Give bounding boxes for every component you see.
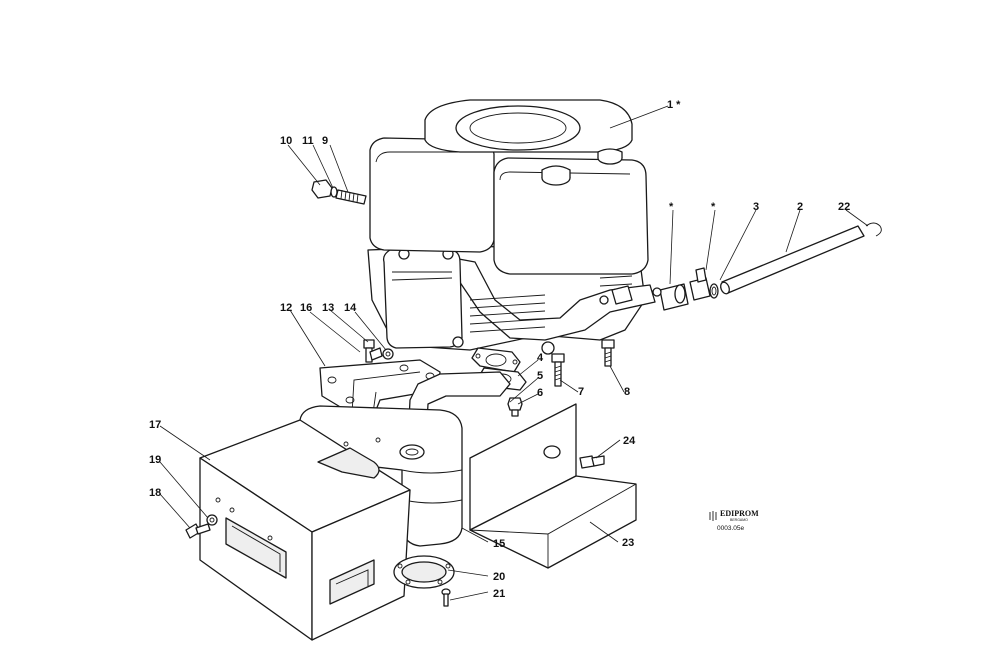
callout-23: 23 <box>622 537 634 549</box>
callout-8: 8 <box>624 386 630 398</box>
callout-22: 22 <box>838 201 850 213</box>
callout-21: 21 <box>493 588 505 600</box>
callout-14: 14 <box>344 302 357 314</box>
drawing-code: 0003.05e <box>717 525 744 532</box>
callout-6: 6 <box>537 387 543 399</box>
bolt-part-8 <box>601 339 615 367</box>
callout-13: 13 <box>322 302 334 314</box>
callout-24: 24 <box>623 435 636 447</box>
heat-shield <box>469 403 637 569</box>
callout-1: 1 * <box>667 99 681 111</box>
callout-2: 2 <box>797 201 803 213</box>
washer-part-19 <box>206 514 218 526</box>
muffler <box>299 371 511 547</box>
bolt-part-7 <box>551 353 565 387</box>
screw-part-24 <box>579 455 605 469</box>
washer-part-14 <box>382 348 394 360</box>
callout-9: 9 <box>322 135 328 147</box>
engine-assembly <box>367 99 656 355</box>
callout-5: 5 <box>537 370 543 382</box>
callout-15: 15 <box>493 538 505 550</box>
logo-brand: EDIPROM <box>720 509 759 518</box>
callout-12: 12 <box>280 302 292 314</box>
callout-19: 19 <box>149 454 161 466</box>
logo-city: BERGAMO <box>730 518 748 522</box>
fuel-line-assembly <box>652 222 882 311</box>
screw-part-16 <box>369 347 383 361</box>
gasket-part-5 <box>471 347 521 373</box>
leader-lines <box>159 105 869 601</box>
screw-part-13 <box>363 339 375 363</box>
publisher-logo: EDIPROM BERGAMO 0003.05e <box>709 509 759 532</box>
callout-16: 16 <box>300 302 312 314</box>
callout-3: 3 <box>753 201 759 213</box>
callout-10: 10 <box>280 135 292 147</box>
callout-20: 20 <box>493 571 505 583</box>
nut-part-6 <box>507 397 523 417</box>
screw-part-18 <box>185 523 211 539</box>
callout-star-filter: * <box>669 201 674 213</box>
muffler-flange-part-20 <box>393 555 455 589</box>
logo-mark-icon <box>709 511 717 521</box>
callout-7: 7 <box>578 386 584 398</box>
screw-part-21 <box>441 588 451 607</box>
callout-18: 18 <box>149 487 161 499</box>
callout-star-fuel-cock: * <box>711 201 716 213</box>
callout-11: 11 <box>302 135 314 147</box>
callout-17: 17 <box>149 419 161 431</box>
stud-nut-washer <box>311 179 367 205</box>
muffler-guard <box>199 419 411 641</box>
callout-labels: 1 * 2 3 22 * * 10 11 9 12 16 13 14 4 5 6… <box>149 99 850 600</box>
callout-4: 4 <box>537 352 544 364</box>
